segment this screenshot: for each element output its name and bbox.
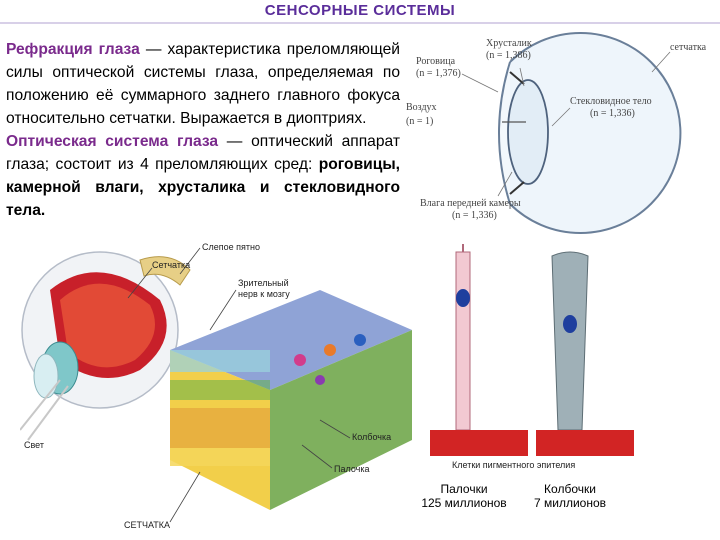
cell-dot-4 bbox=[315, 375, 325, 385]
page-title: СЕНСОРНЫЕ СИСТЕМЫ bbox=[0, 2, 720, 19]
lens-index: (n = 1,386) bbox=[486, 50, 531, 61]
aqueous-label: Влага передней камеры bbox=[420, 198, 521, 209]
definition-text: Рефракция глаза — характеристика преломл… bbox=[6, 38, 400, 222]
retina-label: сетчатка bbox=[670, 42, 707, 53]
rod-nucleus bbox=[456, 289, 470, 307]
rods-label: Палочки bbox=[414, 482, 514, 496]
rod-cell-body bbox=[456, 252, 470, 430]
optical-system-term: Оптическая система глаза bbox=[6, 133, 218, 150]
cone-cell-body bbox=[552, 252, 588, 430]
pigment-epithelium-rods bbox=[430, 430, 528, 456]
rods-caption: Палочки 125 миллионов bbox=[414, 482, 514, 510]
cell-dot-2 bbox=[324, 344, 336, 356]
cornea-label: Роговица bbox=[416, 56, 456, 67]
optic-nerve-label-2: нерв к мозгу bbox=[238, 289, 290, 299]
refraction-dash: — bbox=[140, 41, 168, 58]
pigment-epithelium-cones bbox=[536, 430, 634, 456]
blind-spot-label: Слепое пятно bbox=[202, 242, 260, 252]
rods-count: 125 миллионов bbox=[414, 496, 514, 510]
retina-pointer bbox=[170, 472, 200, 522]
cones-caption: Колбочки 7 миллионов bbox=[520, 482, 620, 510]
cornea-index: (n = 1,376) bbox=[416, 68, 461, 79]
leader-cornea bbox=[462, 74, 498, 92]
cell-dot-1 bbox=[294, 354, 306, 366]
title-bar: СЕНСОРНЫЕ СИСТЕМЫ bbox=[0, 0, 720, 24]
light-label: Свет bbox=[24, 440, 44, 450]
cone-label: Колбочка bbox=[352, 432, 391, 442]
nerve-pointer bbox=[210, 290, 236, 330]
retina-bottom-label: СЕТЧАТКА bbox=[124, 520, 170, 530]
photoreceptor-layer bbox=[170, 408, 270, 448]
eye-optics-diagram: Хрусталик (n = 1,386) сетчатка Роговица … bbox=[402, 22, 720, 242]
air-label: Воздух bbox=[406, 102, 437, 113]
lens-label: Хрусталик bbox=[486, 38, 532, 49]
retina-3d-illustration: Слепое пятно Сетчатка Зрительный нерв к … bbox=[20, 240, 412, 536]
retina-top-label: Сетчатка bbox=[152, 260, 190, 270]
leader-retina bbox=[652, 52, 670, 72]
cones-count: 7 миллионов bbox=[520, 496, 620, 510]
cell-dot-3 bbox=[354, 334, 366, 346]
optic-nerve-label-1: Зрительный bbox=[238, 278, 289, 288]
pigment-epithelium-label: Клетки пигментного эпителия bbox=[452, 460, 575, 470]
aqueous-index: (n = 1,336) bbox=[452, 210, 497, 221]
rod-label: Палочка bbox=[334, 464, 369, 474]
air-index: (n = 1) bbox=[406, 116, 433, 127]
vitreous-label: Стекловидное тело bbox=[570, 96, 652, 107]
vitreous-index: (n = 1,336) bbox=[590, 108, 635, 119]
refraction-paragraph: Рефракция глаза — характеристика преломл… bbox=[6, 38, 400, 130]
cones-label: Колбочки bbox=[520, 482, 620, 496]
ganglion-layer bbox=[170, 350, 270, 372]
cone-nucleus bbox=[563, 315, 577, 333]
optical-system-paragraph: Оптическая система глаза — оптический ап… bbox=[6, 130, 400, 222]
bipolar-layer bbox=[170, 380, 270, 400]
lens-shape bbox=[508, 80, 548, 184]
pigment-layer-3d bbox=[170, 448, 270, 466]
refraction-term: Рефракция глаза bbox=[6, 41, 140, 58]
cornea-3d bbox=[34, 354, 58, 398]
